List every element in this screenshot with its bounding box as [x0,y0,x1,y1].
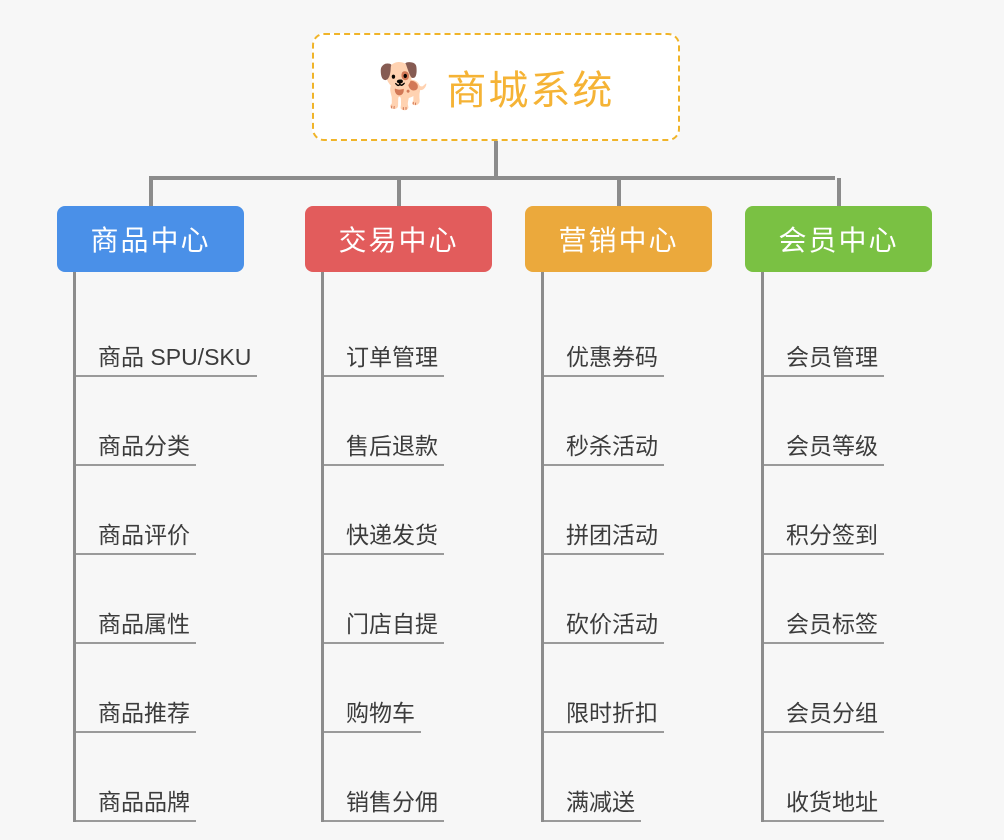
leaf-item[interactable]: 购物车 [324,644,421,733]
leaf-item[interactable]: 会员等级 [764,377,884,466]
leaf-item[interactable]: 商品推荐 [76,644,196,733]
leaf-item[interactable]: 秒杀活动 [544,377,664,466]
leaf-item-underline [76,731,196,733]
leaf-item-underline [544,553,664,555]
leaf-item-underline [324,642,444,644]
leaf-item-label: 快递发货 [346,521,438,548]
branch-spine-product-center [73,272,76,822]
connector-drop-trade-center [396,178,401,208]
leaf-item[interactable]: 限时折扣 [544,644,664,733]
leaf-item-label: 售后退款 [346,432,438,459]
leaf-item-label: 会员等级 [786,432,878,459]
connector-horizontal-bus [149,176,835,180]
leaf-item-underline [544,375,664,377]
category-label-marketing-center: 营销中心 [558,225,679,256]
leaf-item-label: 会员标签 [786,610,878,637]
leaf-item[interactable]: 售后退款 [324,377,444,466]
leaf-item-label: 优惠券码 [566,343,658,370]
leaf-item-underline [544,464,664,466]
category-label-trade-center: 交易中心 [338,225,459,256]
leaf-item-label: 秒杀活动 [566,432,658,459]
leaf-item-label: 门店自提 [346,610,438,637]
connector-drop-marketing-center [616,178,621,208]
leaf-item[interactable]: 优惠券码 [544,288,664,377]
leaf-item-underline [764,642,884,644]
leaf-item-label: 商品属性 [98,610,190,637]
leaf-item-underline [76,375,258,377]
leaf-item[interactable]: 商品品牌 [76,733,196,822]
leaf-item[interactable]: 满减送 [544,733,641,822]
leaf-item[interactable]: 会员管理 [764,288,884,377]
leaf-item-underline [324,553,444,555]
leaf-item-label: 销售分佣 [346,788,438,815]
leaf-item[interactable]: 收货地址 [764,733,884,822]
leaf-item-underline [544,731,664,733]
leaf-item-underline [76,642,196,644]
shiba-dog-face-icon: 🐕 [377,62,433,111]
branch-spine-trade-center [321,272,324,822]
category-box-product-center[interactable]: 商品中心 [57,206,244,272]
leaf-item[interactable]: 拼团活动 [544,466,664,555]
leaf-item-underline [544,642,664,644]
leaf-item[interactable]: 商品 SPU/SKU [76,288,258,377]
leaf-item-underline [76,553,196,555]
leaf-item[interactable]: 快递发货 [324,466,444,555]
leaf-item-label: 商品分类 [98,432,190,459]
leaf-item-label: 商品 SPU/SKU [98,343,252,370]
leaf-item-underline [76,820,196,822]
leaf-item-underline [764,731,884,733]
leaf-item[interactable]: 订单管理 [324,288,444,377]
leaf-item[interactable]: 积分签到 [764,466,884,555]
leaf-item-label: 满减送 [566,788,635,815]
leaf-item[interactable]: 砍价活动 [544,555,664,644]
category-box-marketing-center[interactable]: 营销中心 [525,206,712,272]
leaf-item-underline [324,375,444,377]
leaf-item-label: 会员分组 [786,699,878,726]
leaf-item[interactable]: 商品分类 [76,377,196,466]
branch-spine-marketing-center [541,272,544,822]
leaf-item-label: 会员管理 [786,343,878,370]
leaf-item-underline [324,731,421,733]
leaf-item-label: 商品品牌 [98,788,190,815]
leaf-item-underline [324,820,444,822]
leaf-item-underline [324,464,444,466]
connector-root-stem [494,141,498,178]
leaf-item-label: 砍价活动 [566,610,658,637]
leaf-item-label: 限时折扣 [566,699,658,726]
leaf-item-label: 商品推荐 [98,699,190,726]
leaf-item-underline [764,375,884,377]
leaf-item[interactable]: 门店自提 [324,555,444,644]
leaf-item[interactable]: 会员分组 [764,644,884,733]
leaf-item-underline [764,820,884,822]
leaf-item-underline [76,464,196,466]
leaf-item-label: 商品评价 [98,521,190,548]
leaf-item-underline [764,464,884,466]
branch-spine-member-center [761,272,764,822]
leaf-item-label: 订单管理 [346,343,438,370]
leaf-item-underline [764,553,884,555]
leaf-item-label: 积分签到 [786,521,878,548]
category-box-member-center[interactable]: 会员中心 [745,206,932,272]
leaf-item-label: 购物车 [346,699,415,726]
leaf-item[interactable]: 销售分佣 [324,733,444,822]
leaf-item-underline [544,820,641,822]
leaf-item[interactable]: 会员标签 [764,555,884,644]
root-node[interactable]: 🐕 商城系统 [312,33,680,141]
connector-drop-product-center [148,178,153,208]
leaf-item[interactable]: 商品评价 [76,466,196,555]
leaf-item-label: 收货地址 [786,788,878,815]
root-title: 商城系统 [446,69,615,113]
category-label-member-center: 会员中心 [778,225,899,256]
category-box-trade-center[interactable]: 交易中心 [305,206,492,272]
leaf-item-label: 拼团活动 [566,521,658,548]
category-label-product-center: 商品中心 [90,225,211,256]
connector-drop-member-center [836,178,841,208]
leaf-item[interactable]: 商品属性 [76,555,196,644]
